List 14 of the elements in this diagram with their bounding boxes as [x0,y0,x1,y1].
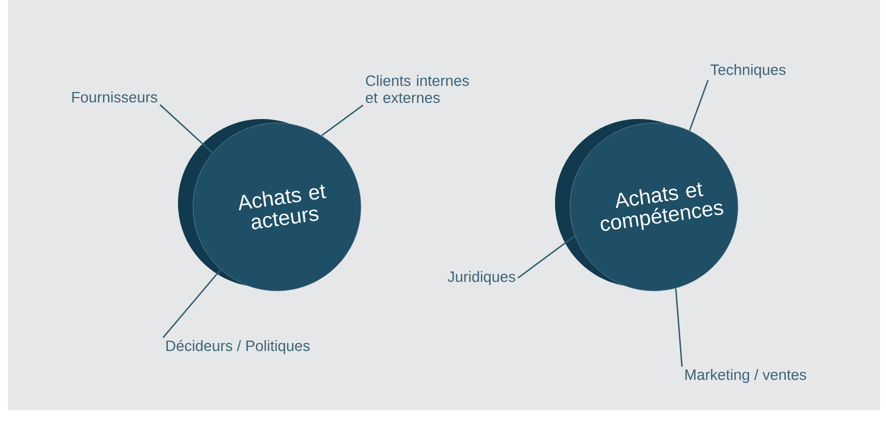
leader-line [162,269,222,338]
disc: Achats et compétences [555,119,738,292]
leader-line [688,80,709,131]
label-text: Décideurs / Politiques [166,340,310,354]
label-text: Marketing / ventes [685,369,806,383]
disc: Achats et acteurs [178,119,362,292]
leader-line [518,235,576,279]
leader-line [675,288,683,367]
leader-line [160,104,213,154]
label-text: Juridiques [448,271,516,285]
label-text: Techniques [710,64,786,78]
label-text: Fournisseurs [72,91,158,102]
label-text: Clients internes et externes [366,74,469,103]
leader-line [321,104,364,136]
